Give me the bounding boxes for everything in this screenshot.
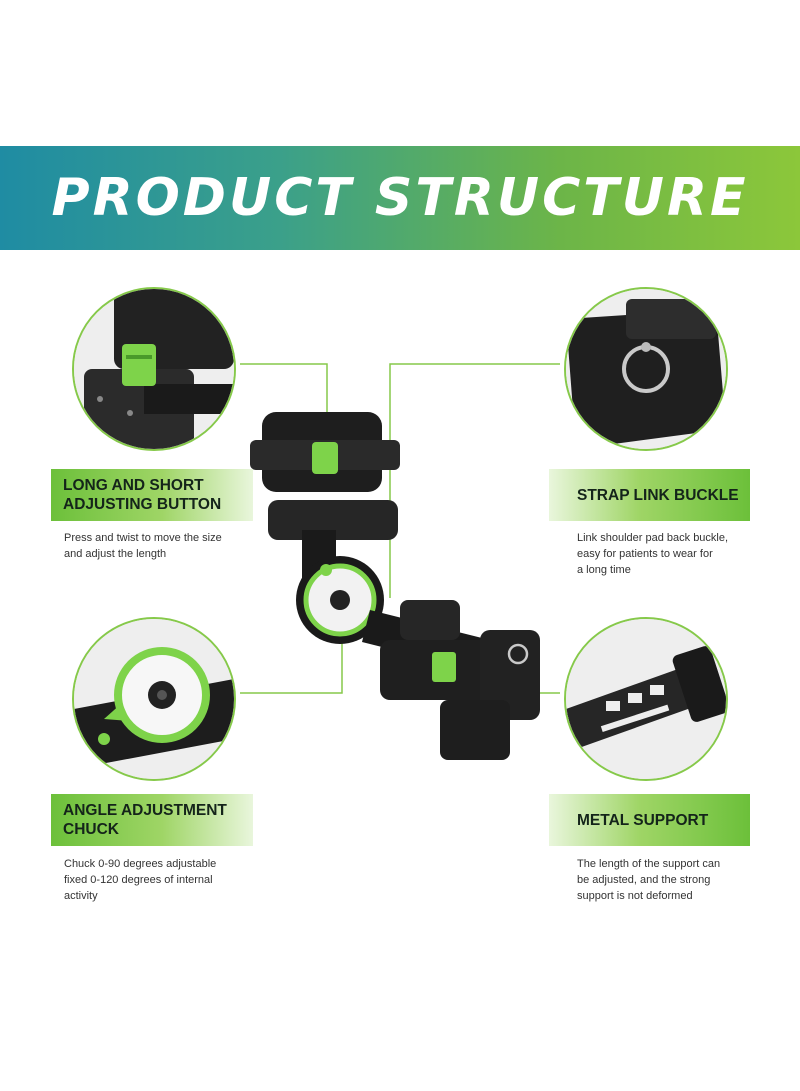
knee-brace-product bbox=[250, 412, 540, 760]
angle-chuck-desc-line1: Chuck 0-90 degrees adjustable bbox=[64, 858, 217, 870]
metal-support-title: METAL SUPPORT bbox=[577, 811, 709, 829]
angle-chuck-label: ANGLE ADJUSTMENT CHUCK bbox=[51, 794, 253, 846]
adjusting-button-title-line1: LONG AND SHORT bbox=[63, 477, 204, 494]
strap-buckle-desc-line1: Link shoulder pad back buckle, bbox=[577, 532, 729, 544]
angle-chuck-desc: Chuck 0-90 degrees adjustable fixed 0-12… bbox=[64, 856, 216, 904]
banner-title: PRODUCT STRUCTURE bbox=[51, 168, 749, 228]
angle-chuck-title-line1: ANGLE ADJUSTMENT bbox=[63, 802, 227, 819]
adjusting-button-closeup bbox=[72, 287, 236, 451]
strap-buckle-desc-line2: easy for patients to wear for bbox=[577, 548, 713, 560]
adjusting-button-desc-line2: and adjust the length bbox=[64, 548, 167, 560]
metal-support-desc-line1: The length of the support can bbox=[577, 858, 721, 870]
strap-buckle-title: STRAP LINK BUCKLE bbox=[577, 486, 739, 504]
strap-buckle-ring bbox=[507, 643, 529, 665]
adjusting-button-desc-line1: Press and twist to move the size bbox=[64, 532, 222, 544]
angle-chuck-title-line2: CHUCK bbox=[63, 821, 119, 838]
angle-chuck-closeup bbox=[72, 617, 236, 781]
adjusting-button-title-line2: ADJUSTING BUTTON bbox=[63, 496, 222, 513]
angle-chuck-desc-line2: fixed 0-120 degrees of internal bbox=[64, 874, 213, 886]
metal-support-label: METAL SUPPORT bbox=[549, 794, 750, 846]
metal-support-desc-line3: support is not deformed bbox=[577, 890, 693, 902]
strap-buckle-closeup bbox=[564, 287, 728, 451]
metal-support-desc-line2: be adjusted, and the strong bbox=[577, 874, 711, 886]
adjusting-button bbox=[312, 442, 338, 474]
metal-support-closeup bbox=[564, 617, 728, 781]
strap-buckle-desc-line3: a long time bbox=[577, 564, 631, 576]
strap-buckle-label: STRAP LINK BUCKLE bbox=[549, 469, 750, 521]
strap-buckle-desc: Link shoulder pad back buckle, easy for … bbox=[577, 530, 728, 578]
title-banner: PRODUCT STRUCTURE bbox=[0, 146, 800, 250]
adjusting-button-label: LONG AND SHORT ADJUSTING BUTTON bbox=[51, 469, 253, 521]
metal-support-desc: The length of the support can be adjuste… bbox=[577, 856, 720, 904]
adjusting-button-desc: Press and twist to move the size and adj… bbox=[64, 530, 222, 562]
angle-chuck-desc-line3: activity bbox=[64, 890, 98, 902]
